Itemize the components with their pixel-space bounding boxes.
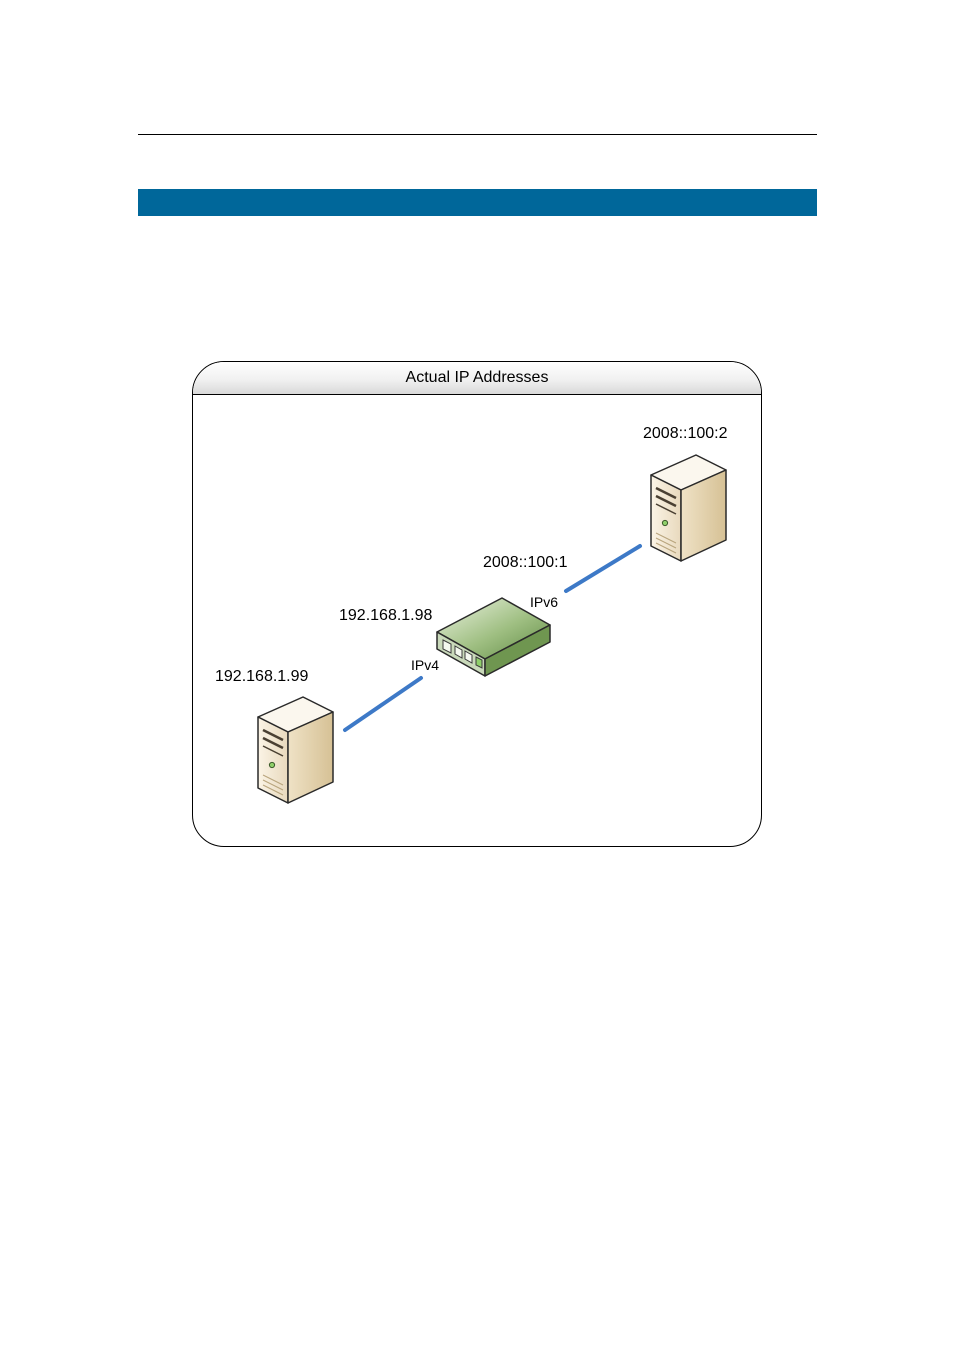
ipv4-link	[343, 676, 423, 732]
ipv4-link-label: IPv4	[411, 657, 440, 673]
server-icon	[257, 696, 334, 804]
server-right-ip-label: 2008::100:2	[643, 425, 728, 442]
router-ipv4-label: 192.168.1.98	[339, 607, 433, 624]
diagram-panel-header: Actual IP Addresses	[193, 362, 761, 395]
router-icon	[436, 597, 551, 677]
ipv6-link	[564, 544, 642, 593]
ipv6-link-label: IPv6	[530, 594, 559, 610]
server-icon	[650, 454, 727, 562]
router-ipv6-label: 2008::100:1	[483, 554, 568, 571]
server-left-ip-label: 192.168.1.99	[215, 668, 309, 685]
top-rule	[138, 134, 817, 135]
section-header-bar	[138, 189, 817, 216]
diagram-title: Actual IP Addresses	[405, 369, 549, 386]
